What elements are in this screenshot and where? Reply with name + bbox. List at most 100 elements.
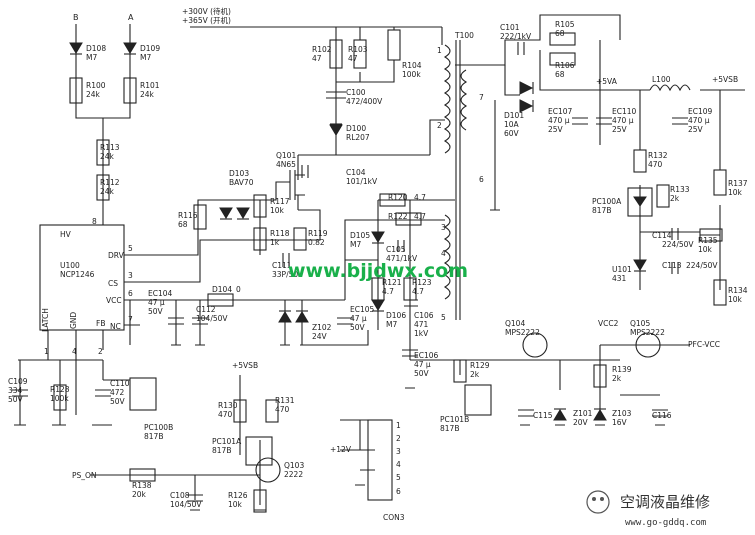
- u100-part: NCP1246: [60, 270, 95, 279]
- r126-value: 10k: [228, 500, 243, 509]
- c108-value: 104/50V: [170, 500, 202, 509]
- c101-ref: C101: [500, 23, 520, 32]
- r138-value: 20k: [132, 490, 147, 499]
- pin-7: 7: [128, 315, 133, 324]
- t100-pin-6: 6: [479, 175, 484, 184]
- d106-ref: D106: [386, 311, 406, 320]
- net-5vsb: +5VSB: [712, 75, 738, 84]
- r101-ref: R101: [140, 81, 160, 90]
- t100-pin-5: 5: [441, 313, 446, 322]
- pin-latch: LATCH: [41, 308, 50, 332]
- r120-ref: R120: [388, 193, 408, 202]
- r138-ref: R138: [132, 481, 152, 490]
- r117-ref: R117: [270, 197, 290, 206]
- pc101b-part: 817B: [440, 424, 459, 433]
- r134-ref: R134: [728, 286, 748, 295]
- d101-current: 10A: [504, 120, 520, 129]
- z103-value: 16V: [612, 418, 628, 427]
- r118-value: 1k: [270, 238, 280, 247]
- pin-6: 6: [128, 289, 133, 298]
- r135-ref: R135: [698, 236, 718, 245]
- t100-pin-7: 7: [479, 93, 484, 102]
- ec109-ref: EC109: [688, 107, 713, 116]
- r103-value: 47: [348, 54, 358, 63]
- pin-2: 2: [98, 347, 103, 356]
- r130-value: 470: [218, 410, 233, 419]
- r135-value: 10k: [698, 245, 713, 254]
- pc101b-ref: PC101B: [440, 415, 469, 424]
- r122-value: 4.7: [414, 212, 426, 221]
- ec110-ref: EC110: [612, 107, 637, 116]
- r103-ref: R103: [348, 45, 368, 54]
- r101-value: 24k: [140, 90, 155, 99]
- c108-ref: C108: [170, 491, 190, 500]
- pin-4: 4: [72, 347, 77, 356]
- ec107-voltage: 25V: [548, 125, 564, 134]
- d104-ref: D104: [212, 285, 232, 294]
- d106-value: M7: [386, 320, 397, 329]
- t100-pin-4: 4: [441, 249, 446, 258]
- d101-ref: D101: [504, 111, 524, 120]
- c100-value: 472/400V: [346, 97, 383, 106]
- c111-value: 33P/50: [272, 270, 298, 279]
- pin-vcc: VCC: [106, 296, 122, 305]
- r133-ref: R133: [670, 185, 690, 194]
- pc100b-part: 817B: [144, 432, 163, 441]
- c116-ref: C116: [652, 411, 672, 420]
- pin-5: 5: [128, 244, 133, 253]
- con3-pin-3: 3: [396, 447, 401, 456]
- c110-ref: C110: [110, 379, 130, 388]
- pin-3: 3: [128, 271, 133, 280]
- ec110-value: 470 μ: [612, 116, 634, 125]
- d101-voltage: 60V: [504, 129, 520, 138]
- c105-ref: C105: [386, 245, 406, 254]
- ec105-voltage: 50V: [350, 323, 366, 332]
- c109-voltage: 50V: [8, 395, 24, 404]
- r134-value: 10k: [728, 295, 743, 304]
- ec106-value: 47 μ: [414, 360, 431, 369]
- pc100b-ref: PC100B: [144, 423, 173, 432]
- q105-part: MPS2222: [630, 328, 665, 337]
- q105-ref: Q105: [630, 319, 650, 328]
- d104-value: 0: [236, 285, 241, 294]
- ec104-voltage: 50V: [148, 307, 164, 316]
- ec109-value: 470 μ: [688, 116, 710, 125]
- pin-fb: FB: [96, 319, 105, 328]
- r128-value: 100k: [50, 394, 69, 403]
- pc100a-part: 817B: [592, 206, 611, 215]
- r113-ref: R113: [100, 143, 120, 152]
- r131-value: 470: [275, 405, 290, 414]
- pin-8: 8: [92, 217, 97, 226]
- d109-ref: D109: [140, 44, 160, 53]
- symbols: [12, 29, 727, 513]
- u100-ref: U100: [60, 261, 80, 270]
- c106-value: 471: [414, 320, 429, 329]
- ec107-ref: EC107: [548, 107, 573, 116]
- d100-ref: D100: [346, 124, 366, 133]
- r117-value: 10k: [270, 206, 285, 215]
- z102-ref: Z102: [312, 323, 332, 332]
- r129-ref: R129: [470, 361, 490, 370]
- r132-ref: R132: [648, 151, 668, 160]
- d109-value: M7: [140, 53, 151, 62]
- r116-ref: R116: [178, 211, 198, 220]
- r105-value: 68: [555, 29, 565, 38]
- c101-value: 222/1kV: [500, 32, 532, 41]
- ec109-voltage: 25V: [688, 125, 704, 134]
- c109-value: 334: [8, 386, 23, 395]
- pin-1: 1: [44, 347, 49, 356]
- con3-pin-2: 2: [396, 434, 401, 443]
- r102-ref: R102: [312, 45, 332, 54]
- c113-value: 224/50V: [686, 261, 718, 270]
- d105-value: M7: [350, 240, 361, 249]
- c112-value: 104/50V: [196, 314, 228, 323]
- ec110-voltage: 25V: [612, 125, 628, 134]
- pc101a-part: 817B: [212, 446, 231, 455]
- publisher-logo: 空调液晶维修 www.go-gddq.com: [586, 490, 710, 528]
- r137-value: 10k: [728, 188, 743, 197]
- z101-value: 20V: [573, 418, 589, 427]
- r121-value: 4.7: [382, 287, 394, 296]
- z103-ref: Z103: [612, 409, 632, 418]
- q101-part: 4N65: [276, 160, 296, 169]
- hv-label-on: +365V (开机): [182, 15, 231, 25]
